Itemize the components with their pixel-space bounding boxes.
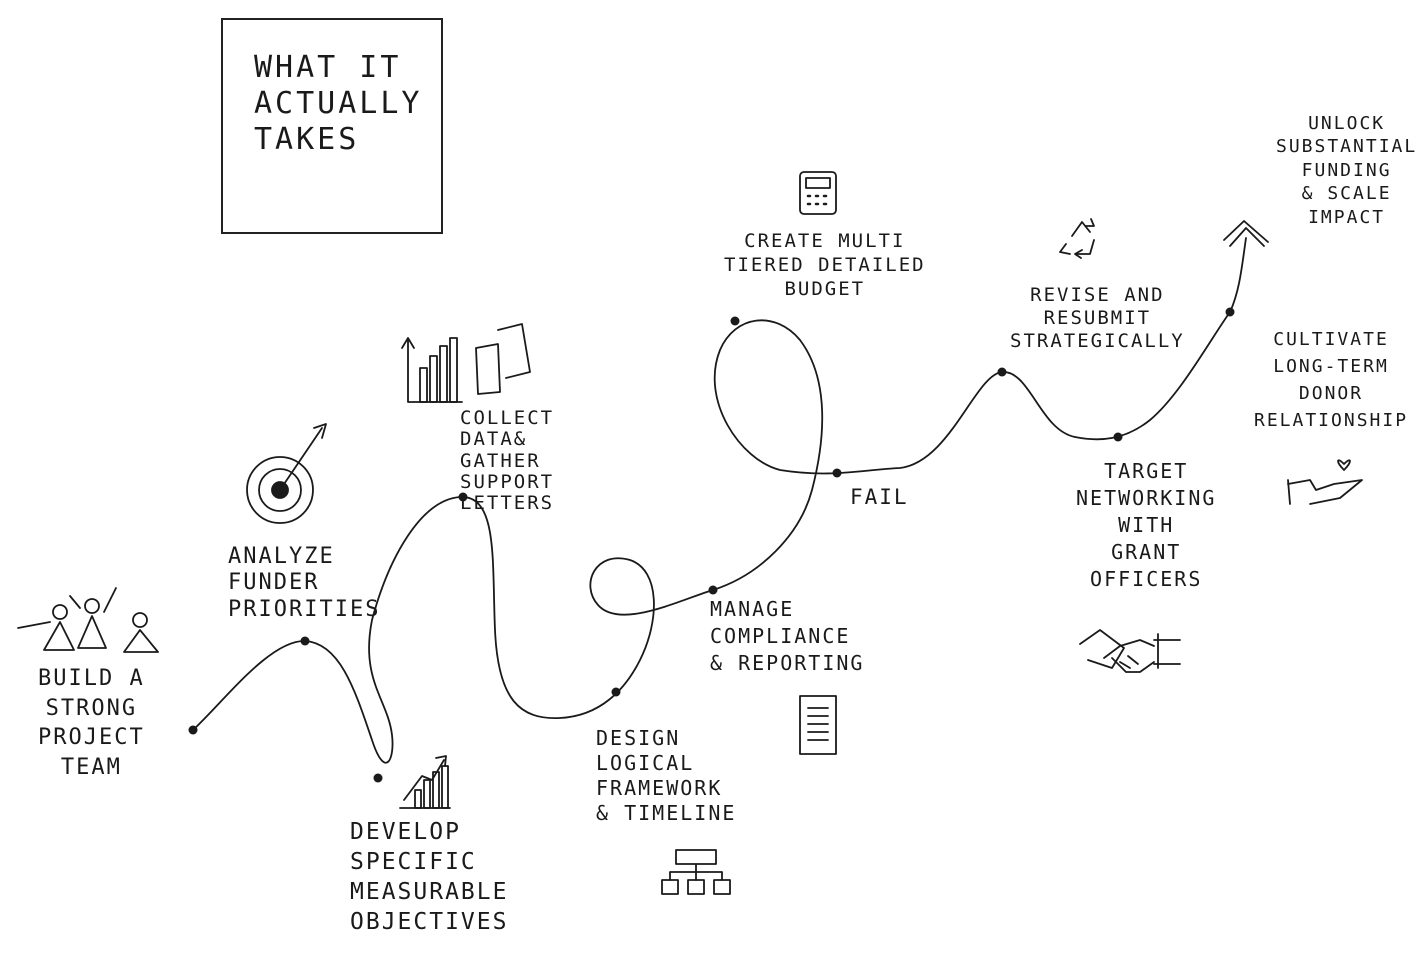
step-collect-data: COLLECT DATA& GATHER SUPPORT LETTERS — [460, 407, 555, 515]
milestone-dot — [188, 725, 198, 735]
step-fail: FAIL — [850, 485, 909, 509]
report-document-icon — [799, 695, 837, 755]
milestone-dot — [730, 316, 740, 326]
step-design-framework: DESIGN LOGICAL FRAMEWORK & TIMELINE — [596, 726, 737, 825]
bar-chart-icon — [401, 337, 463, 403]
title-box — [221, 18, 443, 234]
target-arrow-icon — [246, 423, 327, 524]
recycle-icon — [1059, 218, 1095, 259]
step-build-team: BUILD A STRONG PROJECT TEAM — [38, 666, 145, 781]
journey-path — [192, 237, 1247, 764]
step-manage-compliance: MANAGE COMPLIANCE & REPORTING — [710, 597, 865, 675]
milestone-dot — [1225, 307, 1235, 317]
step-develop-objectives: DEVELOP SPECIFIC MEASURABLE OBJECTIVES — [350, 819, 509, 935]
people-cheering-icon — [17, 587, 159, 653]
step-revise-resubmit: REVISE AND RESUBMIT STRATEGICALLY — [1010, 284, 1185, 352]
growth-chart-icon — [399, 755, 451, 809]
step-analyze-funder: ANALYZE FUNDER PRIORITIES — [228, 544, 381, 622]
calculator-icon — [799, 171, 837, 215]
step-cultivate: CULTIVATE LONG-TERM DONOR RELATIONSHIP — [1254, 329, 1409, 431]
heart-hand-icon — [1287, 459, 1363, 505]
flowchart-icon — [661, 849, 731, 895]
diagram-title: WHAT IT ACTUALLY TAKES — [254, 50, 423, 157]
milestone-dots — [188, 307, 1235, 783]
handshake-icon — [1079, 629, 1181, 673]
milestone-dot — [997, 367, 1007, 377]
milestone-dot — [832, 468, 842, 478]
step-target-networking: TARGET NETWORKING WITH GRANT OFFICERS — [1076, 459, 1217, 591]
documents-icon — [475, 323, 531, 395]
arrow-head-icon — [1223, 220, 1269, 247]
milestone-dot — [611, 687, 621, 697]
milestone-dot — [708, 585, 718, 595]
milestone-dot — [1113, 432, 1123, 442]
milestone-dot — [373, 773, 383, 783]
milestone-dot — [458, 492, 468, 502]
step-unlock: UNLOCK SUBSTANTIAL FUNDING & SCALE IMPAC… — [1276, 113, 1418, 228]
step-create-budget: CREATE MULTI TIERED DETAILED BUDGET — [724, 230, 926, 300]
milestone-dot — [300, 636, 310, 646]
